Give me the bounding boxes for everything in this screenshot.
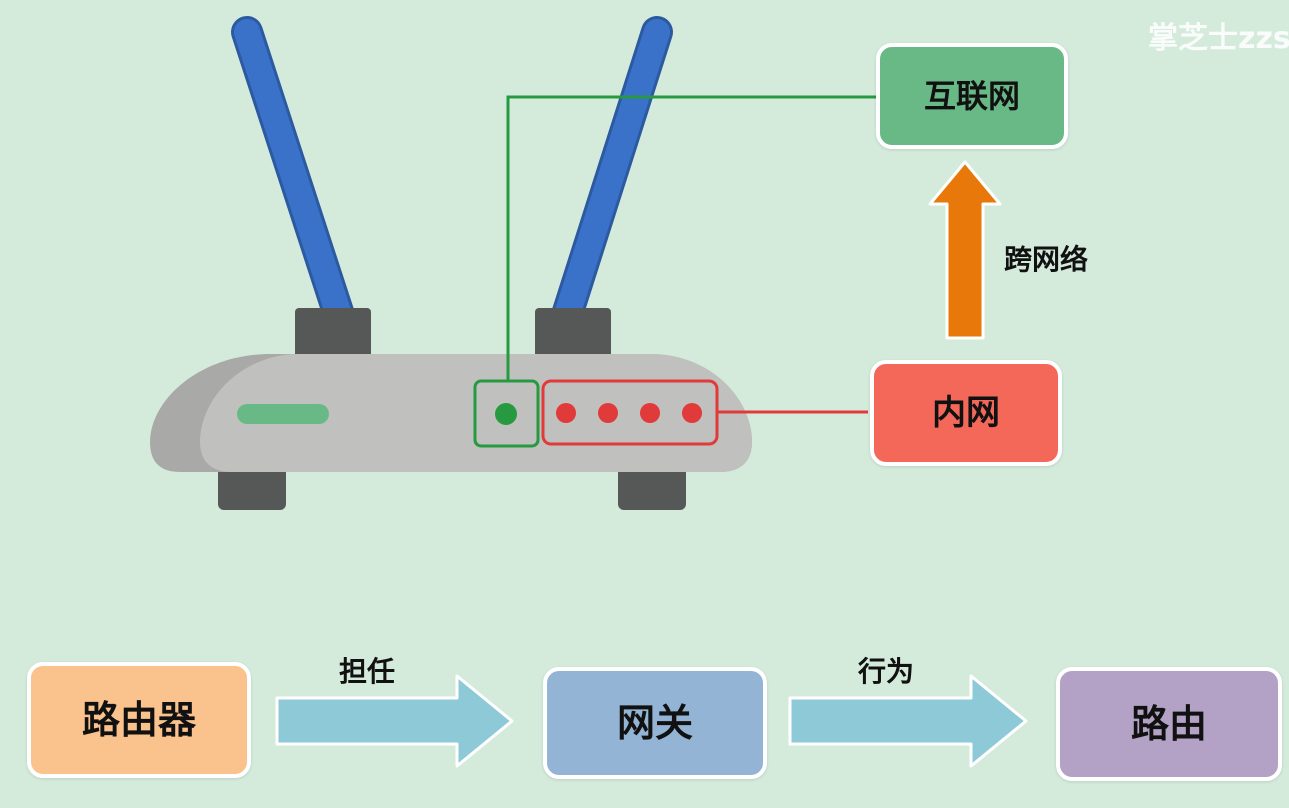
- internet-label: 互联网: [923, 77, 1020, 115]
- gateway-label: 网关: [616, 701, 693, 745]
- watermark-text: 掌芝士zzs: [1148, 21, 1289, 56]
- cross-network-label: 跨网络: [1004, 243, 1089, 276]
- left-antenna-base: [295, 308, 371, 364]
- internet-node: 互联网: [876, 43, 1068, 149]
- router-node: 路由器: [27, 662, 251, 778]
- intranet-node: 内网: [870, 360, 1062, 466]
- intranet-label: 内网: [932, 393, 1000, 433]
- serve-as-arrow: [275, 674, 514, 768]
- lan-port: [682, 403, 702, 423]
- gateway-node: 网关: [543, 667, 767, 779]
- wan-to-internet-line: [506, 95, 878, 381]
- right-antenna-base: [535, 308, 611, 364]
- wan-port: [495, 403, 517, 425]
- right-antenna-face: [553, 19, 670, 331]
- routing-label: 路由: [1130, 702, 1207, 746]
- lan-port: [556, 403, 576, 423]
- behavior-label: 行为: [858, 655, 915, 688]
- routing-node: 路由: [1056, 667, 1282, 781]
- left-foot: [218, 462, 286, 510]
- router-label: 路由器: [81, 698, 196, 742]
- behavior-arrow: [788, 674, 1028, 768]
- cross-network-arrow: [928, 160, 1002, 340]
- left-antenna-face: [234, 19, 353, 331]
- right-foot: [618, 462, 686, 510]
- status-indicator-bar: [237, 404, 329, 424]
- lan-port-frame: [541, 379, 719, 446]
- serve-as-label: 担任: [339, 655, 396, 688]
- lan-port: [640, 403, 660, 423]
- lan-port: [598, 403, 618, 423]
